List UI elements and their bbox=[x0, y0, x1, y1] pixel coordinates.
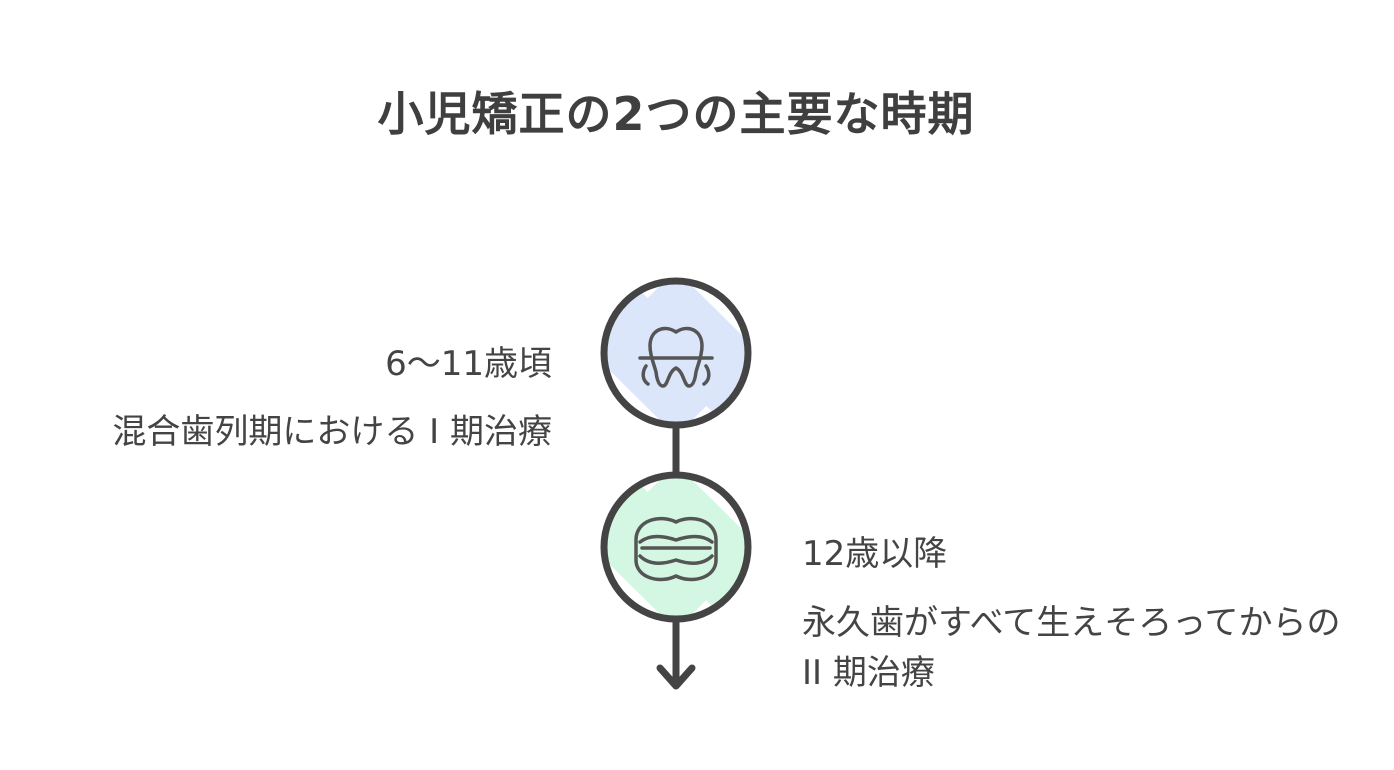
teeth-icon bbox=[638, 326, 714, 388]
stage-2-node bbox=[600, 471, 752, 623]
stage-1-description: 混合歯列期における I 期治療 bbox=[112, 412, 552, 452]
stage-1-period: 6〜11歳頃 bbox=[385, 344, 552, 384]
mouth-icon bbox=[634, 516, 718, 582]
stage-2-period: 12歳以降 bbox=[802, 534, 948, 574]
diagram-title: 小児矯正の2つの主要な時期 bbox=[377, 87, 975, 141]
stage-1-node bbox=[600, 277, 752, 429]
arrow-head-icon bbox=[656, 664, 696, 690]
stage-1-accent-shape bbox=[604, 281, 748, 425]
stage-2-description: 永久歯がすべて生えそろってからの II 期治療 bbox=[802, 603, 1341, 693]
